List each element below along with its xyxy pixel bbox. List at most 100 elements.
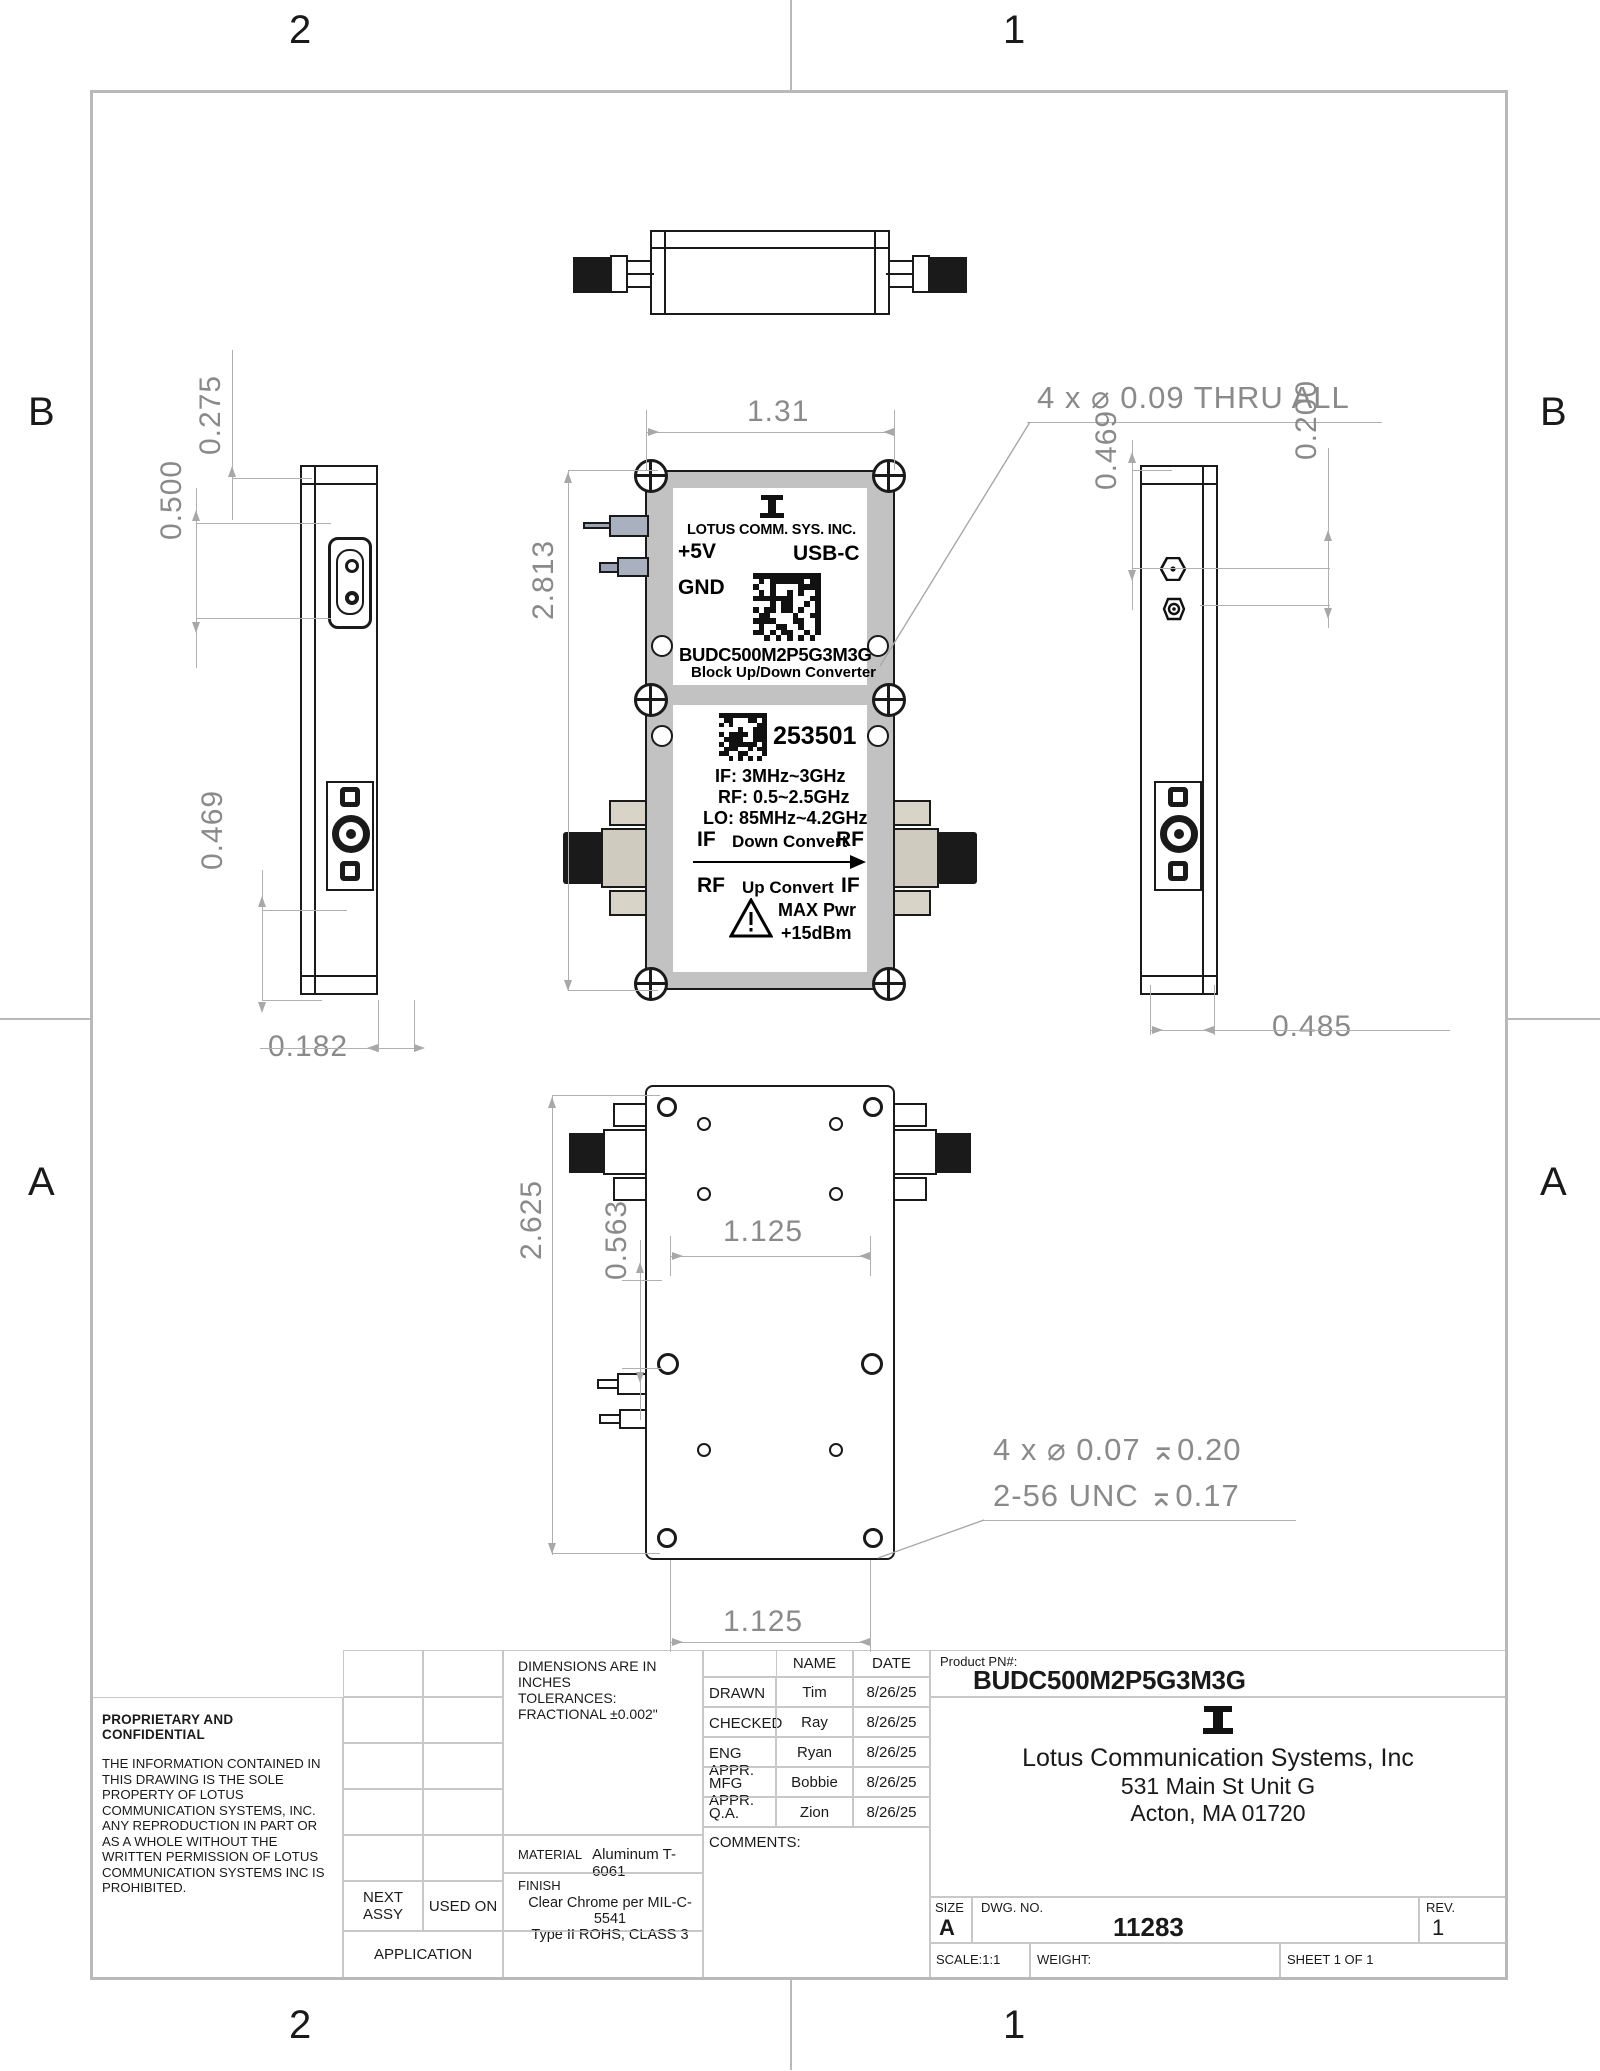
top-view-connector-right-stem bbox=[886, 273, 912, 275]
dim-left-0500-line bbox=[196, 488, 197, 668]
sheet-frame bbox=[90, 90, 1508, 1980]
revision-grid-r3c1 bbox=[343, 1743, 423, 1789]
approval-row-role-0: DRAWN bbox=[703, 1677, 776, 1707]
weight-value: WEIGHT: bbox=[1037, 1952, 1092, 1967]
callout-thru-holes: 4 x ⌀ 0.09 THRU ALL bbox=[1037, 380, 1350, 415]
dim-front-height-arrow-b bbox=[564, 980, 572, 991]
dim-bottom-width-bot: 1.125 bbox=[723, 1605, 804, 1638]
dim-front-height: 2.813 bbox=[527, 539, 560, 620]
dwg-no-label: DWG. NO. bbox=[981, 1900, 1044, 1915]
company-addr1: 531 Main St Unit G bbox=[1120, 1773, 1316, 1799]
product-pn-cell: Product PN#: BUDC500M2P5G3M3G bbox=[930, 1650, 1505, 1697]
right-side-view bbox=[1140, 465, 1250, 995]
approval-row-role-2: ENG APPR. bbox=[703, 1737, 776, 1779]
tolerance-notes-cell: DIMENSIONS ARE IN INCHES TOLERANCES: FRA… bbox=[503, 1650, 703, 1835]
revision-grid-r4c2 bbox=[423, 1789, 503, 1835]
left-sma-screw-bottom bbox=[340, 861, 360, 881]
right-sma-screw-top bbox=[1168, 787, 1188, 807]
dim-bottom-width-top-arrow-l bbox=[672, 1252, 683, 1260]
approval-name-2: Ryan bbox=[796, 1743, 833, 1761]
callout-thru-leader-icon bbox=[880, 421, 1031, 667]
approval-name-3: Bobbie bbox=[791, 1773, 838, 1791]
revision-grid-col1 bbox=[343, 1650, 423, 1697]
power-pin-plus5v-lead bbox=[583, 522, 611, 529]
zone-label-bottom-2: 2 bbox=[289, 2003, 312, 2047]
revision-grid-r2c2 bbox=[423, 1697, 503, 1743]
next-assy-label: NEXT ASSY bbox=[362, 1889, 404, 1923]
dim-left-0469-arrow-top bbox=[258, 896, 266, 907]
top-edge-view bbox=[570, 225, 970, 325]
top-view-connector-right-cap bbox=[929, 257, 967, 293]
dim-bottom-height-arrow-t bbox=[548, 1097, 556, 1108]
dim-left-0275-ref bbox=[232, 478, 312, 479]
right-hex-screw-upper bbox=[1159, 556, 1187, 582]
zone-label-top-2: 2 bbox=[289, 8, 312, 52]
approval-date-0: 8/26/25 bbox=[866, 1683, 917, 1701]
zone-label-right-a: A bbox=[1540, 1160, 1567, 1204]
approval-row-date-3: 8/26/25 bbox=[853, 1767, 930, 1797]
rev-cell: REV. 1 bbox=[1419, 1897, 1505, 1943]
dim-front-height-ext-t bbox=[568, 470, 658, 471]
corner-screw-br bbox=[872, 967, 906, 1001]
dim-bottom-width-top: 1.125 bbox=[723, 1215, 804, 1248]
label-up-right: IF bbox=[841, 874, 860, 897]
approval-row-name-3: Bobbie bbox=[776, 1767, 853, 1797]
dim-bottom-height-line bbox=[552, 1095, 553, 1555]
approval-row-role-3: MFG APPR. bbox=[703, 1767, 776, 1809]
label-serial: 253501 bbox=[773, 722, 857, 750]
dim-bottom-width-top-arrow-r bbox=[859, 1252, 870, 1260]
dim-right-0469-ext-t bbox=[1132, 470, 1172, 471]
label-gnd: GND bbox=[678, 576, 725, 599]
comments-label: COMMENTS: bbox=[709, 1834, 801, 1851]
power-pin-gnd bbox=[617, 557, 649, 577]
approval-row-name-1: Ray bbox=[776, 1707, 853, 1737]
top-view-endplate-left bbox=[664, 232, 666, 313]
bottom-view bbox=[569, 1085, 971, 1560]
revision-grid-r5c2 bbox=[423, 1835, 503, 1881]
company-block-cell: Lotus Communication Systems, Inc 531 Mai… bbox=[930, 1697, 1505, 1897]
label-up-mid: Up Convert bbox=[742, 878, 834, 897]
left-sma-center-outer bbox=[332, 815, 370, 853]
dim-bottom-pitch-arrow-b bbox=[636, 1372, 644, 1383]
scale-cell: SCALE:1:1 bbox=[930, 1943, 1030, 1977]
dwg-no-cell: DWG. NO. 11283 bbox=[972, 1897, 1419, 1943]
mount-hole-left-lower bbox=[651, 725, 673, 747]
approval-row-date-2: 8/26/25 bbox=[853, 1737, 930, 1767]
right-sma-center-pin bbox=[1174, 829, 1184, 839]
dim-left-0469-arrow-bot bbox=[258, 1002, 266, 1013]
used-on-label: USED ON bbox=[428, 1897, 498, 1915]
approval-row-role-1: CHECKED bbox=[703, 1707, 783, 1737]
dim-bottom-width-top-ext-r bbox=[870, 1236, 871, 1276]
dim-bottom-height-arrow-b bbox=[548, 1543, 556, 1554]
dim-front-height-line bbox=[568, 470, 569, 990]
top-view-connector-left-stem bbox=[628, 273, 654, 275]
zone-label-bottom-1: 1 bbox=[1003, 2003, 1026, 2047]
dim-left-0275: 0.275 bbox=[194, 374, 227, 455]
left-sma-flange bbox=[326, 781, 374, 891]
dim-right-0200-arrow-b bbox=[1324, 608, 1332, 619]
front-sma-left-cap bbox=[563, 832, 603, 884]
left-sma-center-pin bbox=[346, 829, 356, 839]
dim-right-0200-ext-t bbox=[1200, 568, 1330, 569]
zone-tick-right bbox=[1508, 1018, 1600, 1020]
dim-right-0200-arrow-t bbox=[1324, 530, 1332, 541]
dim-left-0182-ext-b bbox=[414, 1000, 415, 1052]
approval-row-date-1: 8/26/25 bbox=[853, 1707, 930, 1737]
down-convert-arrow-icon bbox=[693, 861, 859, 863]
approval-role-1: CHECKED bbox=[709, 1715, 783, 1732]
dim-bottom-pitch-line bbox=[640, 1240, 641, 1420]
label-max-pwr-value: +15dBm bbox=[781, 923, 852, 943]
scale-value: SCALE:1:1 bbox=[936, 1952, 1001, 1967]
dim-left-0275-ext bbox=[232, 350, 233, 480]
label-max-pwr: MAX Pwr bbox=[778, 900, 857, 920]
right-side-body bbox=[1140, 465, 1218, 995]
bottom-view-body bbox=[645, 1085, 895, 1560]
revision-grid-r4c1 bbox=[343, 1789, 423, 1835]
dim-left-0500-ext-bot bbox=[196, 618, 331, 619]
dim-right-0469-ext-b bbox=[1132, 568, 1252, 569]
bottom-power-pin-2 bbox=[619, 1409, 647, 1429]
product-pn-label: Product PN#: bbox=[940, 1654, 1018, 1669]
label-down-right: RF bbox=[836, 828, 864, 851]
usb-c-inner bbox=[336, 549, 364, 615]
bottom-corner-hole-tr bbox=[863, 1097, 883, 1117]
